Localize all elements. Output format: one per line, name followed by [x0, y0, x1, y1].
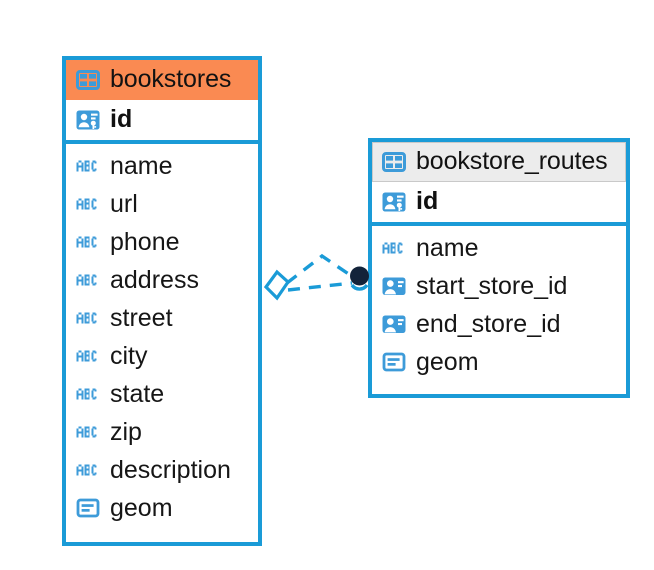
field-label: name	[416, 234, 479, 262]
entity-header-bookstores[interactable]: bookstores	[66, 60, 258, 100]
text-type-icon	[75, 191, 101, 217]
hollow-diamond-endpoint[interactable]	[263, 269, 291, 301]
field-row[interactable]: start_store_id	[372, 267, 626, 305]
entity-table-bookstores[interactable]: bookstores id name url phone address street c…	[62, 56, 262, 546]
filled-circle-endpoint[interactable]	[350, 266, 369, 291]
text-type-icon	[75, 457, 101, 483]
field-row-primary-key[interactable]: id	[66, 100, 258, 144]
foreign-key-icon	[381, 311, 407, 337]
field-label: state	[110, 380, 165, 408]
field-label: phone	[110, 228, 180, 256]
field-row[interactable]: name	[372, 229, 626, 267]
field-row[interactable]: url	[66, 185, 258, 223]
field-label: id	[416, 187, 439, 215]
field-label: id	[110, 105, 133, 133]
table-icon	[75, 67, 101, 93]
field-label: street	[110, 304, 173, 332]
field-list: name url phone address street city state zip des…	[66, 144, 258, 531]
geometry-type-icon	[75, 495, 101, 521]
text-type-icon	[75, 267, 101, 293]
field-row[interactable]: description	[66, 451, 258, 489]
foreign-key-icon	[381, 273, 407, 299]
text-type-icon	[381, 235, 407, 261]
entity-title: bookstore_routes	[416, 147, 608, 175]
field-row[interactable]: phone	[66, 223, 258, 261]
entity-title: bookstores	[110, 65, 232, 93]
field-row[interactable]: name	[66, 147, 258, 185]
field-label: geom	[416, 348, 479, 376]
primary-key-icon	[381, 189, 407, 215]
field-label: description	[110, 456, 231, 484]
text-type-icon	[75, 343, 101, 369]
field-row-primary-key[interactable]: id	[372, 182, 626, 226]
field-row[interactable]: geom	[66, 489, 258, 527]
field-row[interactable]: city	[66, 337, 258, 375]
entity-header-bookstore-routes[interactable]: bookstore_routes	[372, 142, 626, 182]
field-label: name	[110, 152, 173, 180]
field-row[interactable]: geom	[372, 343, 626, 381]
field-label: url	[110, 190, 138, 218]
field-label: end_store_id	[416, 310, 561, 338]
field-label: start_store_id	[416, 272, 568, 300]
geometry-type-icon	[381, 349, 407, 375]
field-label: city	[110, 342, 148, 370]
text-type-icon	[75, 381, 101, 407]
field-label: zip	[110, 418, 142, 446]
relationship-lines	[285, 253, 357, 292]
field-row[interactable]: address	[66, 261, 258, 299]
primary-key-icon	[75, 107, 101, 133]
field-row[interactable]: street	[66, 299, 258, 337]
field-row[interactable]: zip	[66, 413, 258, 451]
text-type-icon	[75, 153, 101, 179]
text-type-icon	[75, 229, 101, 255]
text-type-icon	[75, 419, 101, 445]
field-row[interactable]: state	[66, 375, 258, 413]
field-row[interactable]: end_store_id	[372, 305, 626, 343]
field-label: address	[110, 266, 199, 294]
text-type-icon	[75, 305, 101, 331]
field-label: geom	[110, 494, 173, 522]
table-icon	[381, 149, 407, 175]
